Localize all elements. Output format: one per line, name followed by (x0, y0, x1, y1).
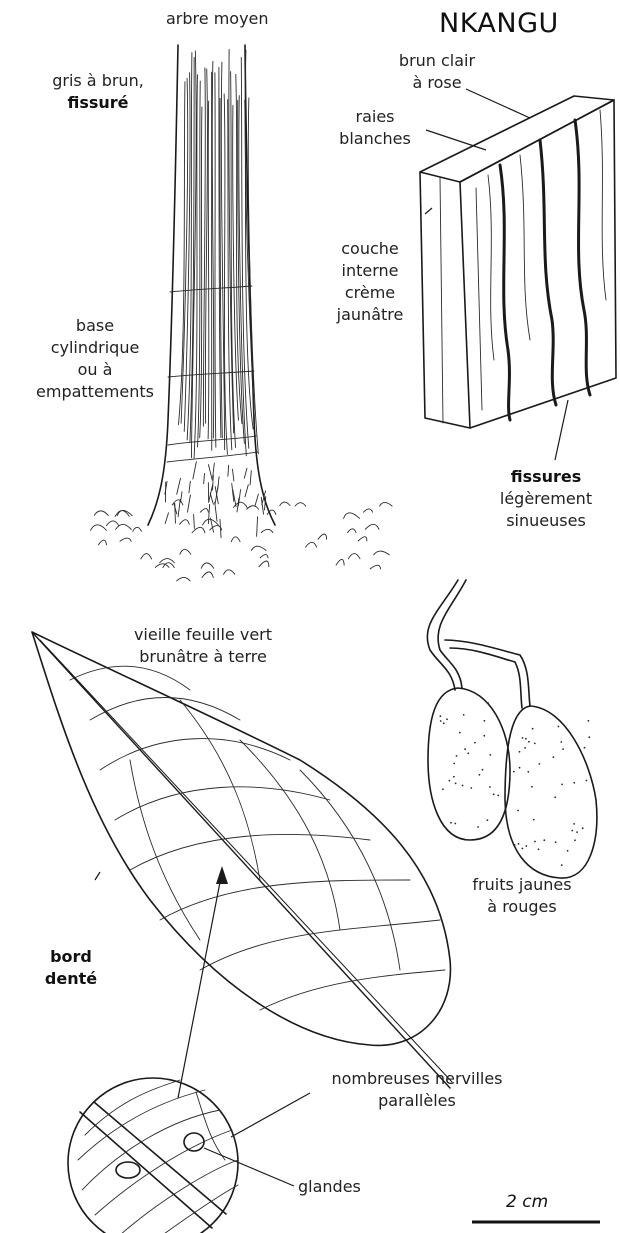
glands-label: glandes (298, 1176, 361, 1198)
slash-color-label: brun clair à rose (382, 50, 492, 94)
base-label: base cylindrique ou à empattements (30, 315, 160, 403)
inner-layer-label: couche interne crème jaunâtre (318, 238, 422, 326)
veinlets-label: nombreuses nervilles parallèles (305, 1068, 529, 1112)
fruits-label: fruits jaunes à rouges (452, 874, 592, 918)
bark-texture-text: fissuré (42, 92, 154, 114)
bark-color-label: gris à brun, fissuré (42, 70, 154, 114)
base-line-3: ou à (30, 359, 160, 381)
fruits-line-1: fruits jaunes (452, 874, 592, 896)
inner-layer-line-1: couche (318, 238, 422, 260)
inner-layer-line-2: interne (318, 260, 422, 282)
page-title: NKANGU (439, 8, 559, 39)
bark-color-text: gris à brun, (42, 70, 154, 92)
fruits-line-2: à rouges (452, 896, 592, 918)
tree-size-label: arbre moyen (166, 8, 269, 30)
slash-color-line-1: brun clair (382, 50, 492, 72)
base-line-2: cylindrique (30, 337, 160, 359)
stripes-label: raies blanches (325, 106, 425, 150)
fissures-line-3: sinueuses (486, 510, 606, 532)
bark-slash-drawing (420, 96, 616, 428)
old-leaf-line-2: brunâtre à terre (108, 646, 298, 668)
leaf-drawing (32, 632, 452, 1098)
inner-layer-line-4: jaunâtre (318, 304, 422, 326)
slash-color-line-2: à rose (382, 72, 492, 94)
fruit-drawing (427, 580, 597, 878)
fissures-label: fissures légèrement sinueuses (486, 466, 606, 532)
edge-line-2: denté (36, 968, 106, 990)
veinlets-line-1: nombreuses nervilles (305, 1068, 529, 1090)
fissures-line-2: légèrement (486, 488, 606, 510)
base-line-4: empattements (30, 381, 160, 403)
leaf-detail-drawing (68, 1078, 310, 1233)
scale-label: 2 cm (506, 1192, 548, 1212)
inner-layer-line-3: crème (318, 282, 422, 304)
base-line-1: base (30, 315, 160, 337)
fissures-bold-text: fissures (486, 466, 606, 488)
old-leaf-label: vieille feuille vert brunâtre à terre (108, 624, 298, 668)
edge-line-1: bord (36, 946, 106, 968)
edge-label: bord denté (36, 946, 106, 990)
stripes-line-2: blanches (325, 128, 425, 150)
stripes-line-1: raies (325, 106, 425, 128)
old-leaf-line-1: vieille feuille vert (108, 624, 298, 646)
veinlets-line-2: parallèles (305, 1090, 529, 1112)
